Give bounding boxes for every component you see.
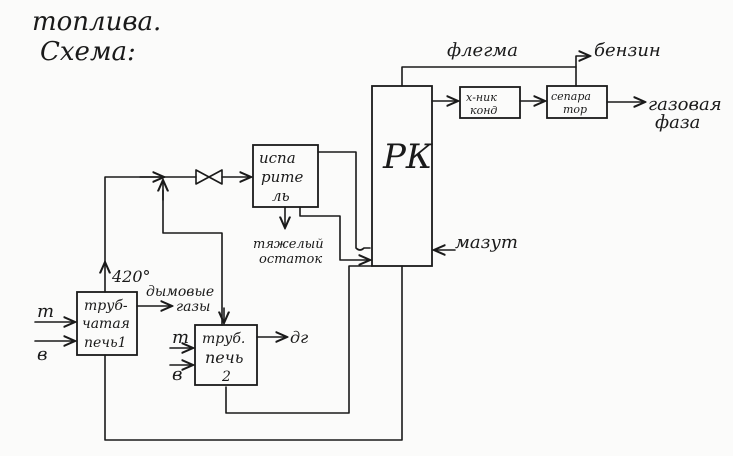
- furnace-2-b-input-label: в: [172, 364, 182, 385]
- gasoline-label: бензин: [594, 40, 661, 61]
- separator-block: сепара тор: [546, 85, 608, 119]
- heavy-residue-label-1: тяжелый: [253, 237, 324, 252]
- condenser-label-2: конд: [470, 104, 497, 117]
- evaporator-liquid-line: [299, 206, 370, 260]
- furnace-1-label-3: печь1: [84, 335, 127, 351]
- furnace-2-outlet-line: [162, 189, 223, 326]
- flue-gas-label-1: дымовые: [146, 284, 214, 300]
- dg-label: дг: [290, 328, 308, 347]
- column-bottom-to-furnace-1-line: [104, 265, 403, 441]
- tube-furnace-2-block: труб. печь 2: [194, 324, 258, 386]
- furnace-2-t-input-label: т: [172, 327, 189, 348]
- separator-label-2: тор: [563, 103, 587, 116]
- evaporator-label-2: рите: [261, 168, 303, 186]
- rectification-column-label: РК: [382, 137, 434, 177]
- feed-main-line: [104, 176, 197, 263]
- furnace-2-label-1: труб.: [202, 331, 245, 347]
- evaporator-label-3: ль: [272, 187, 290, 205]
- furnace-1-label-1: труб-: [84, 298, 128, 314]
- fuel-oil-label: мазут: [455, 232, 518, 253]
- rectification-column: РК: [371, 85, 434, 267]
- separator-label-1: сепара: [551, 90, 591, 103]
- gas-phase-label-1: газовая: [648, 94, 722, 115]
- furnace-2-label-2: печь: [205, 348, 243, 367]
- evaporator-label-1: испа: [259, 149, 296, 167]
- header-line-2: Схема:: [40, 37, 136, 67]
- evaporator-block: испа рите ль: [252, 144, 319, 208]
- furnace-2-label-3: 2: [221, 369, 231, 385]
- gas-phase-label-2: фаза: [655, 112, 700, 133]
- reflux-label: флегма: [447, 40, 518, 61]
- header-line-1: топлива.: [32, 7, 161, 37]
- condenser-block: х-ник конд: [459, 86, 521, 119]
- flue-gas-label-2: газы: [176, 299, 210, 315]
- temperature-label: 420°: [111, 267, 151, 286]
- heavy-residue-label-2: остаток: [259, 252, 322, 267]
- furnace-1-t-input-label: т: [37, 301, 54, 322]
- furnace-1-b-input-label: в: [37, 344, 47, 365]
- gasoline-arrow: [575, 56, 590, 87]
- evaporator-vapour-line: [317, 151, 371, 251]
- tube-furnace-1-block: труб- чатая печь1: [76, 291, 138, 356]
- column-bottom-to-furnace-2-line: [225, 265, 373, 414]
- furnace-1-label-2: чатая: [82, 316, 130, 332]
- valve-icon: [195, 169, 223, 185]
- condenser-label-1: х-ник: [466, 91, 497, 104]
- reflux-line: [401, 66, 577, 87]
